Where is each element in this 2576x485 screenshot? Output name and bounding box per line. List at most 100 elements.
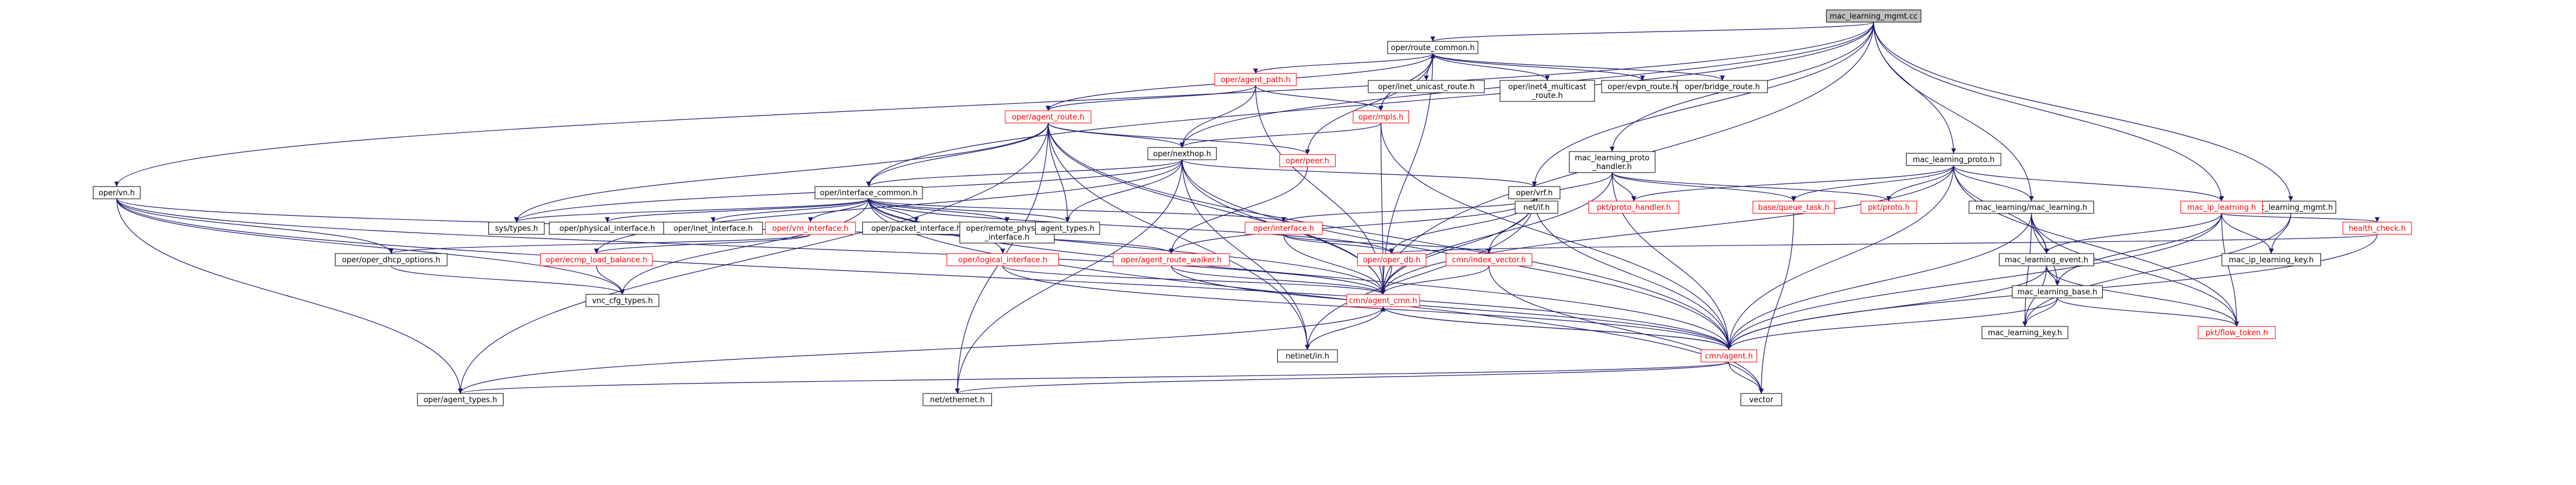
node-flow-token[interactable]: pkt/flow_token.h bbox=[2197, 326, 2276, 339]
edge-queue-task-to-vector bbox=[1759, 213, 1794, 394]
node-bridge-route[interactable]: oper/bridge_route.h bbox=[1677, 80, 1768, 93]
edge-vrf-to-arw bbox=[1169, 198, 1535, 254]
node-label: mac_learning_key.h bbox=[1988, 329, 2062, 338]
edge-health-check-to-oper-db bbox=[1389, 234, 2378, 254]
node-label: net/if.h bbox=[1523, 203, 1550, 212]
node-interface[interactable]: oper/interface.h bbox=[1245, 222, 1323, 235]
node-netinet-in[interactable]: netinet/in.h bbox=[1277, 349, 1338, 363]
node-pkt-proto-handler[interactable]: pkt/proto_handler.h bbox=[1588, 201, 1679, 214]
node-mlp[interactable]: mac_learning_proto.h bbox=[1906, 153, 2001, 166]
node-ifc-common[interactable]: oper/interface_common.h bbox=[815, 186, 923, 199]
node-label: oper/agent_types.h bbox=[424, 396, 497, 405]
edge-root-to-vrf bbox=[1532, 22, 1874, 187]
node-logical-if[interactable]: oper/logical_interface.h bbox=[946, 253, 1059, 266]
node-label: oper/inet4_multicast bbox=[1508, 83, 1586, 92]
edge-cmn-agent-to-vector bbox=[1728, 361, 1764, 394]
edge-mlp-to-ip-learning bbox=[1953, 165, 2224, 202]
edge-ml-ml-to-ml-event bbox=[2031, 213, 2049, 254]
edge-vn-to-dhcp bbox=[116, 198, 394, 254]
edge-ml-event-to-ml-base bbox=[2046, 265, 2060, 286]
edge-nexthop-to-net-ethernet bbox=[955, 159, 1183, 394]
edge-ip-learning-to-ml-base bbox=[2054, 213, 2222, 286]
node-vrf[interactable]: oper/vrf.h bbox=[1508, 186, 1561, 199]
node-label: oper/vn.h bbox=[99, 189, 135, 198]
node-route-common[interactable]: oper/route_common.h bbox=[1387, 41, 1479, 54]
node-agent-types[interactable]: agent_types.h bbox=[1035, 222, 1100, 235]
edge-route-common-to-peer bbox=[1305, 53, 1434, 155]
edge-interface-to-agent-cmn bbox=[1283, 234, 1386, 295]
edge-vrf-to-agent-cmn bbox=[1380, 198, 1535, 295]
edge-root-to-ml-ml bbox=[1873, 22, 2034, 202]
node-label: netinet/in.h bbox=[1285, 352, 1329, 361]
node-mlph[interactable]: mac_learning_proto_handler.h bbox=[1568, 151, 1656, 173]
node-agent-cmn[interactable]: cmn/agent_cmn.h bbox=[1346, 294, 1420, 307]
node-mpls[interactable]: oper/mpls.h bbox=[1352, 110, 1409, 124]
edge-mlp-to-agent-cmn bbox=[1380, 165, 1954, 295]
node-queue-task[interactable]: base/queue_task.h bbox=[1752, 201, 1835, 214]
edge-agent-route-to-oper-agent-types bbox=[457, 122, 1048, 394]
edge-mlp-to-flow-token bbox=[1953, 165, 2239, 327]
edge-agent-path-to-nexthop bbox=[1179, 85, 1256, 148]
node-vm-if[interactable]: oper/vm_interface.h bbox=[765, 222, 856, 235]
node-vn[interactable]: oper/vn.h bbox=[93, 186, 141, 199]
node-peer[interactable]: oper/peer.h bbox=[1279, 154, 1336, 167]
node-label: oper/route_common.h bbox=[1391, 44, 1475, 52]
node-ml-event[interactable]: mac_learning_event.h bbox=[1999, 253, 2095, 266]
node-net-ethernet[interactable]: net/ethernet.h bbox=[922, 393, 992, 406]
node-arw[interactable]: oper/agent_route_walker.h bbox=[1113, 253, 1230, 266]
node-ecmp[interactable]: oper/ecmp_load_balance.h bbox=[540, 253, 653, 266]
node-health-check[interactable]: health_check.h bbox=[2342, 222, 2412, 235]
node-pkt-proto[interactable]: pkt/proto.h bbox=[1860, 201, 1917, 214]
node-label: oper/logical_interface.h bbox=[958, 256, 1047, 265]
node-dhcp[interactable]: oper/oper_dhcp_options.h bbox=[335, 253, 448, 266]
node-ml-mgmt-h[interactable]: mac_learning_mgmt.h bbox=[2245, 201, 2336, 214]
edge-ifc-common-to-phys-if bbox=[604, 198, 869, 223]
node-inet-if[interactable]: oper/inet_interface.h bbox=[663, 222, 763, 235]
edge-ml-event-to-flow-token bbox=[2046, 265, 2239, 327]
edge-vn-to-agent-cmn bbox=[116, 198, 1386, 295]
node-label: net/ethernet.h bbox=[930, 396, 985, 405]
edge-root-to-ip-learning bbox=[1873, 22, 2224, 202]
node-label: oper/packet_interface.h bbox=[871, 224, 961, 233]
node-inet-unicast[interactable]: oper/inet_unicast_route.h bbox=[1368, 80, 1485, 93]
edge-route-common-to-bridge-route bbox=[1432, 53, 1725, 81]
node-label: oper/inet_unicast_route.h bbox=[1378, 83, 1475, 92]
node-oper-agent-types[interactable]: oper/agent_types.h bbox=[417, 393, 504, 406]
edge-mpls-to-agent-cmn bbox=[1380, 122, 1386, 295]
dependency-edges bbox=[114, 22, 2380, 394]
edge-agent-route-to-sys-types bbox=[514, 122, 1048, 223]
node-label: vnc_cfg_types.h bbox=[592, 297, 653, 305]
node-label: base/queue_task.h bbox=[1758, 203, 1829, 212]
node-vnc-cfg[interactable]: vnc_cfg_types.h bbox=[585, 294, 659, 307]
node-nexthop[interactable]: oper/nexthop.h bbox=[1147, 147, 1217, 160]
node-inet4-multicast[interactable]: oper/inet4_multicast_route.h bbox=[1500, 80, 1595, 102]
node-ml-base[interactable]: mac_learning_base.h bbox=[2012, 285, 2103, 298]
node-index-vector[interactable]: cmn/index_vector.h bbox=[1445, 253, 1533, 266]
node-label: oper/nexthop.h bbox=[1153, 150, 1211, 159]
node-label: mac_ip_learning.h bbox=[2187, 203, 2256, 212]
edge-vrf-to-interface bbox=[1281, 198, 1535, 223]
node-ip-learning[interactable]: mac_ip_learning.h bbox=[2180, 201, 2263, 214]
edge-ip-learning-to-ml-event bbox=[2044, 213, 2222, 254]
node-ml-key[interactable]: mac_learning_key.h bbox=[1981, 326, 2068, 339]
node-root[interactable]: mac_learning_mgmt.cc bbox=[1826, 9, 1921, 23]
edge-ml-ml-to-flow-token bbox=[2031, 213, 2239, 327]
node-cmn-agent[interactable]: cmn/agent.h bbox=[1700, 349, 1757, 363]
node-label: oper/interface_common.h bbox=[820, 189, 917, 198]
edge-ml-ml-to-cmn-agent bbox=[1726, 213, 2032, 350]
node-netif[interactable]: net/if.h bbox=[1515, 201, 1558, 214]
node-evpn-route[interactable]: oper/evpn_route.h bbox=[1601, 80, 1684, 93]
edge-agent-route-to-nexthop bbox=[1047, 122, 1185, 148]
node-ml-ml[interactable]: mac_learning/mac_learning.h bbox=[1969, 201, 2095, 214]
node-agent-path[interactable]: oper/agent_path.h bbox=[1214, 73, 1297, 86]
node-label: mac_learning_proto bbox=[1575, 154, 1649, 163]
node-label: oper/oper_db.h bbox=[1363, 256, 1421, 265]
node-label: oper/physical_interface.h bbox=[560, 224, 655, 233]
node-phys-if[interactable]: oper/physical_interface.h bbox=[548, 222, 666, 235]
node-vector[interactable]: vector bbox=[1740, 393, 1782, 406]
node-pkt-if[interactable]: oper/packet_interface.h bbox=[862, 222, 971, 235]
node-sys-types[interactable]: sys/types.h bbox=[488, 222, 545, 235]
node-ip-learning-key[interactable]: mac_ip_learning_key.h bbox=[2221, 253, 2321, 266]
node-agent-route[interactable]: oper/agent_route.h bbox=[1005, 110, 1092, 124]
node-oper-db[interactable]: oper/oper_db.h bbox=[1357, 253, 1427, 266]
